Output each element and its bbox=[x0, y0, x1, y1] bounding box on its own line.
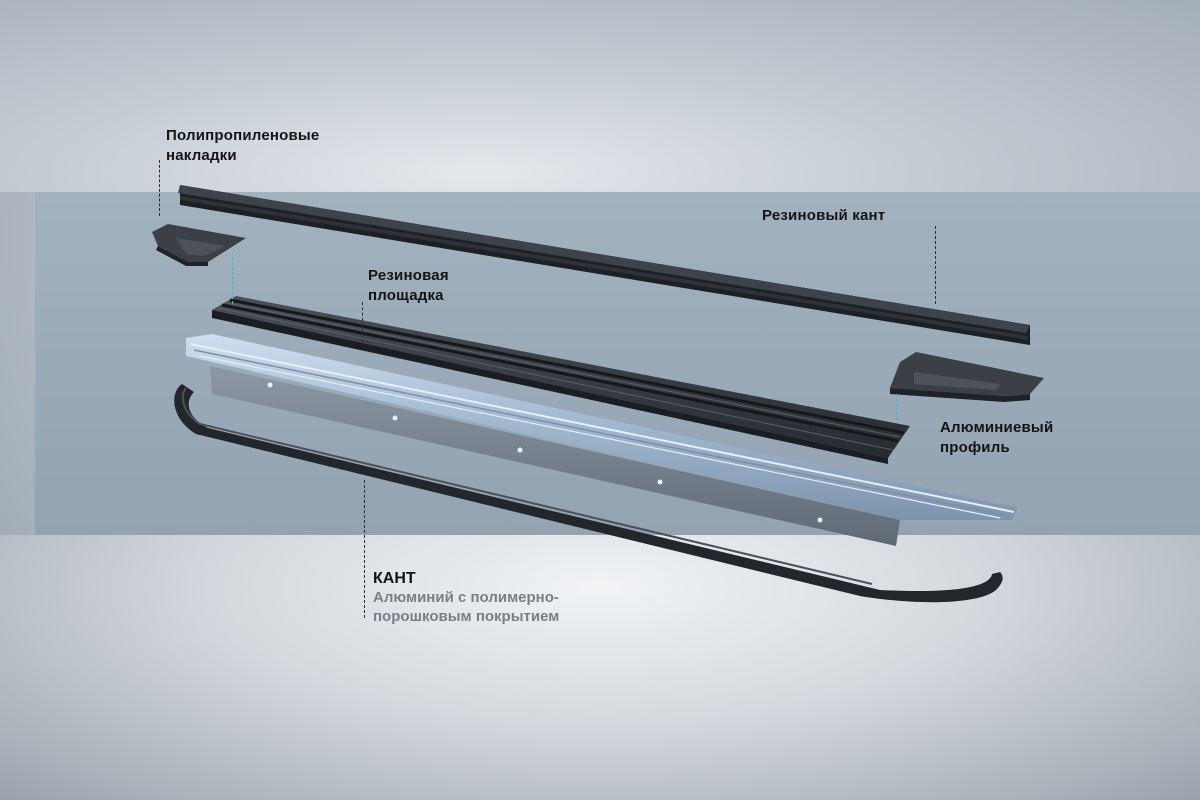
kant-title: КАНТ bbox=[373, 570, 416, 587]
polypropylene-label-line2: накладки bbox=[166, 147, 237, 164]
leader-cap-left bbox=[232, 252, 233, 304]
leader-kant bbox=[364, 480, 365, 618]
rubber-pad-label: Резиновая площадка bbox=[368, 266, 449, 306]
aluminium-profile-label: Алюминиевый профиль bbox=[940, 418, 1053, 458]
background-top bbox=[0, 0, 1200, 192]
polypropylene-cap-left bbox=[152, 224, 246, 266]
rubber-pad-part bbox=[212, 296, 910, 464]
polypropylene-label: Полипропиленовые накладки bbox=[166, 126, 319, 166]
polypropylene-label-line1: Полипропиленовые bbox=[166, 127, 320, 144]
rubber-edge-part bbox=[178, 185, 1030, 345]
kant-description-line1: Алюминий с полимерно- bbox=[373, 589, 559, 606]
kant-description: Алюминий с полимерно- порошковым покрыти… bbox=[373, 588, 559, 626]
kant-description-line2: порошковым покрытием bbox=[373, 608, 560, 625]
leader-rubber-pad bbox=[362, 302, 363, 342]
leader-polypropylene bbox=[159, 160, 160, 216]
polypropylene-cap-right bbox=[890, 352, 1044, 402]
leader-rubber-edge bbox=[935, 226, 936, 304]
aluminium-profile-label-line1: Алюминиевый bbox=[940, 419, 1054, 436]
rubber-edge-label: Резиновый кант bbox=[762, 207, 886, 224]
kant-part bbox=[174, 384, 1003, 603]
leader-cap-right bbox=[896, 394, 897, 420]
aluminium-profile-part bbox=[186, 334, 1018, 546]
aluminium-profile-label-line2: профиль bbox=[940, 439, 1010, 456]
rubber-pad-label-line2: площадка bbox=[368, 287, 444, 304]
rubber-pad-label-line1: Резиновая bbox=[368, 267, 449, 284]
